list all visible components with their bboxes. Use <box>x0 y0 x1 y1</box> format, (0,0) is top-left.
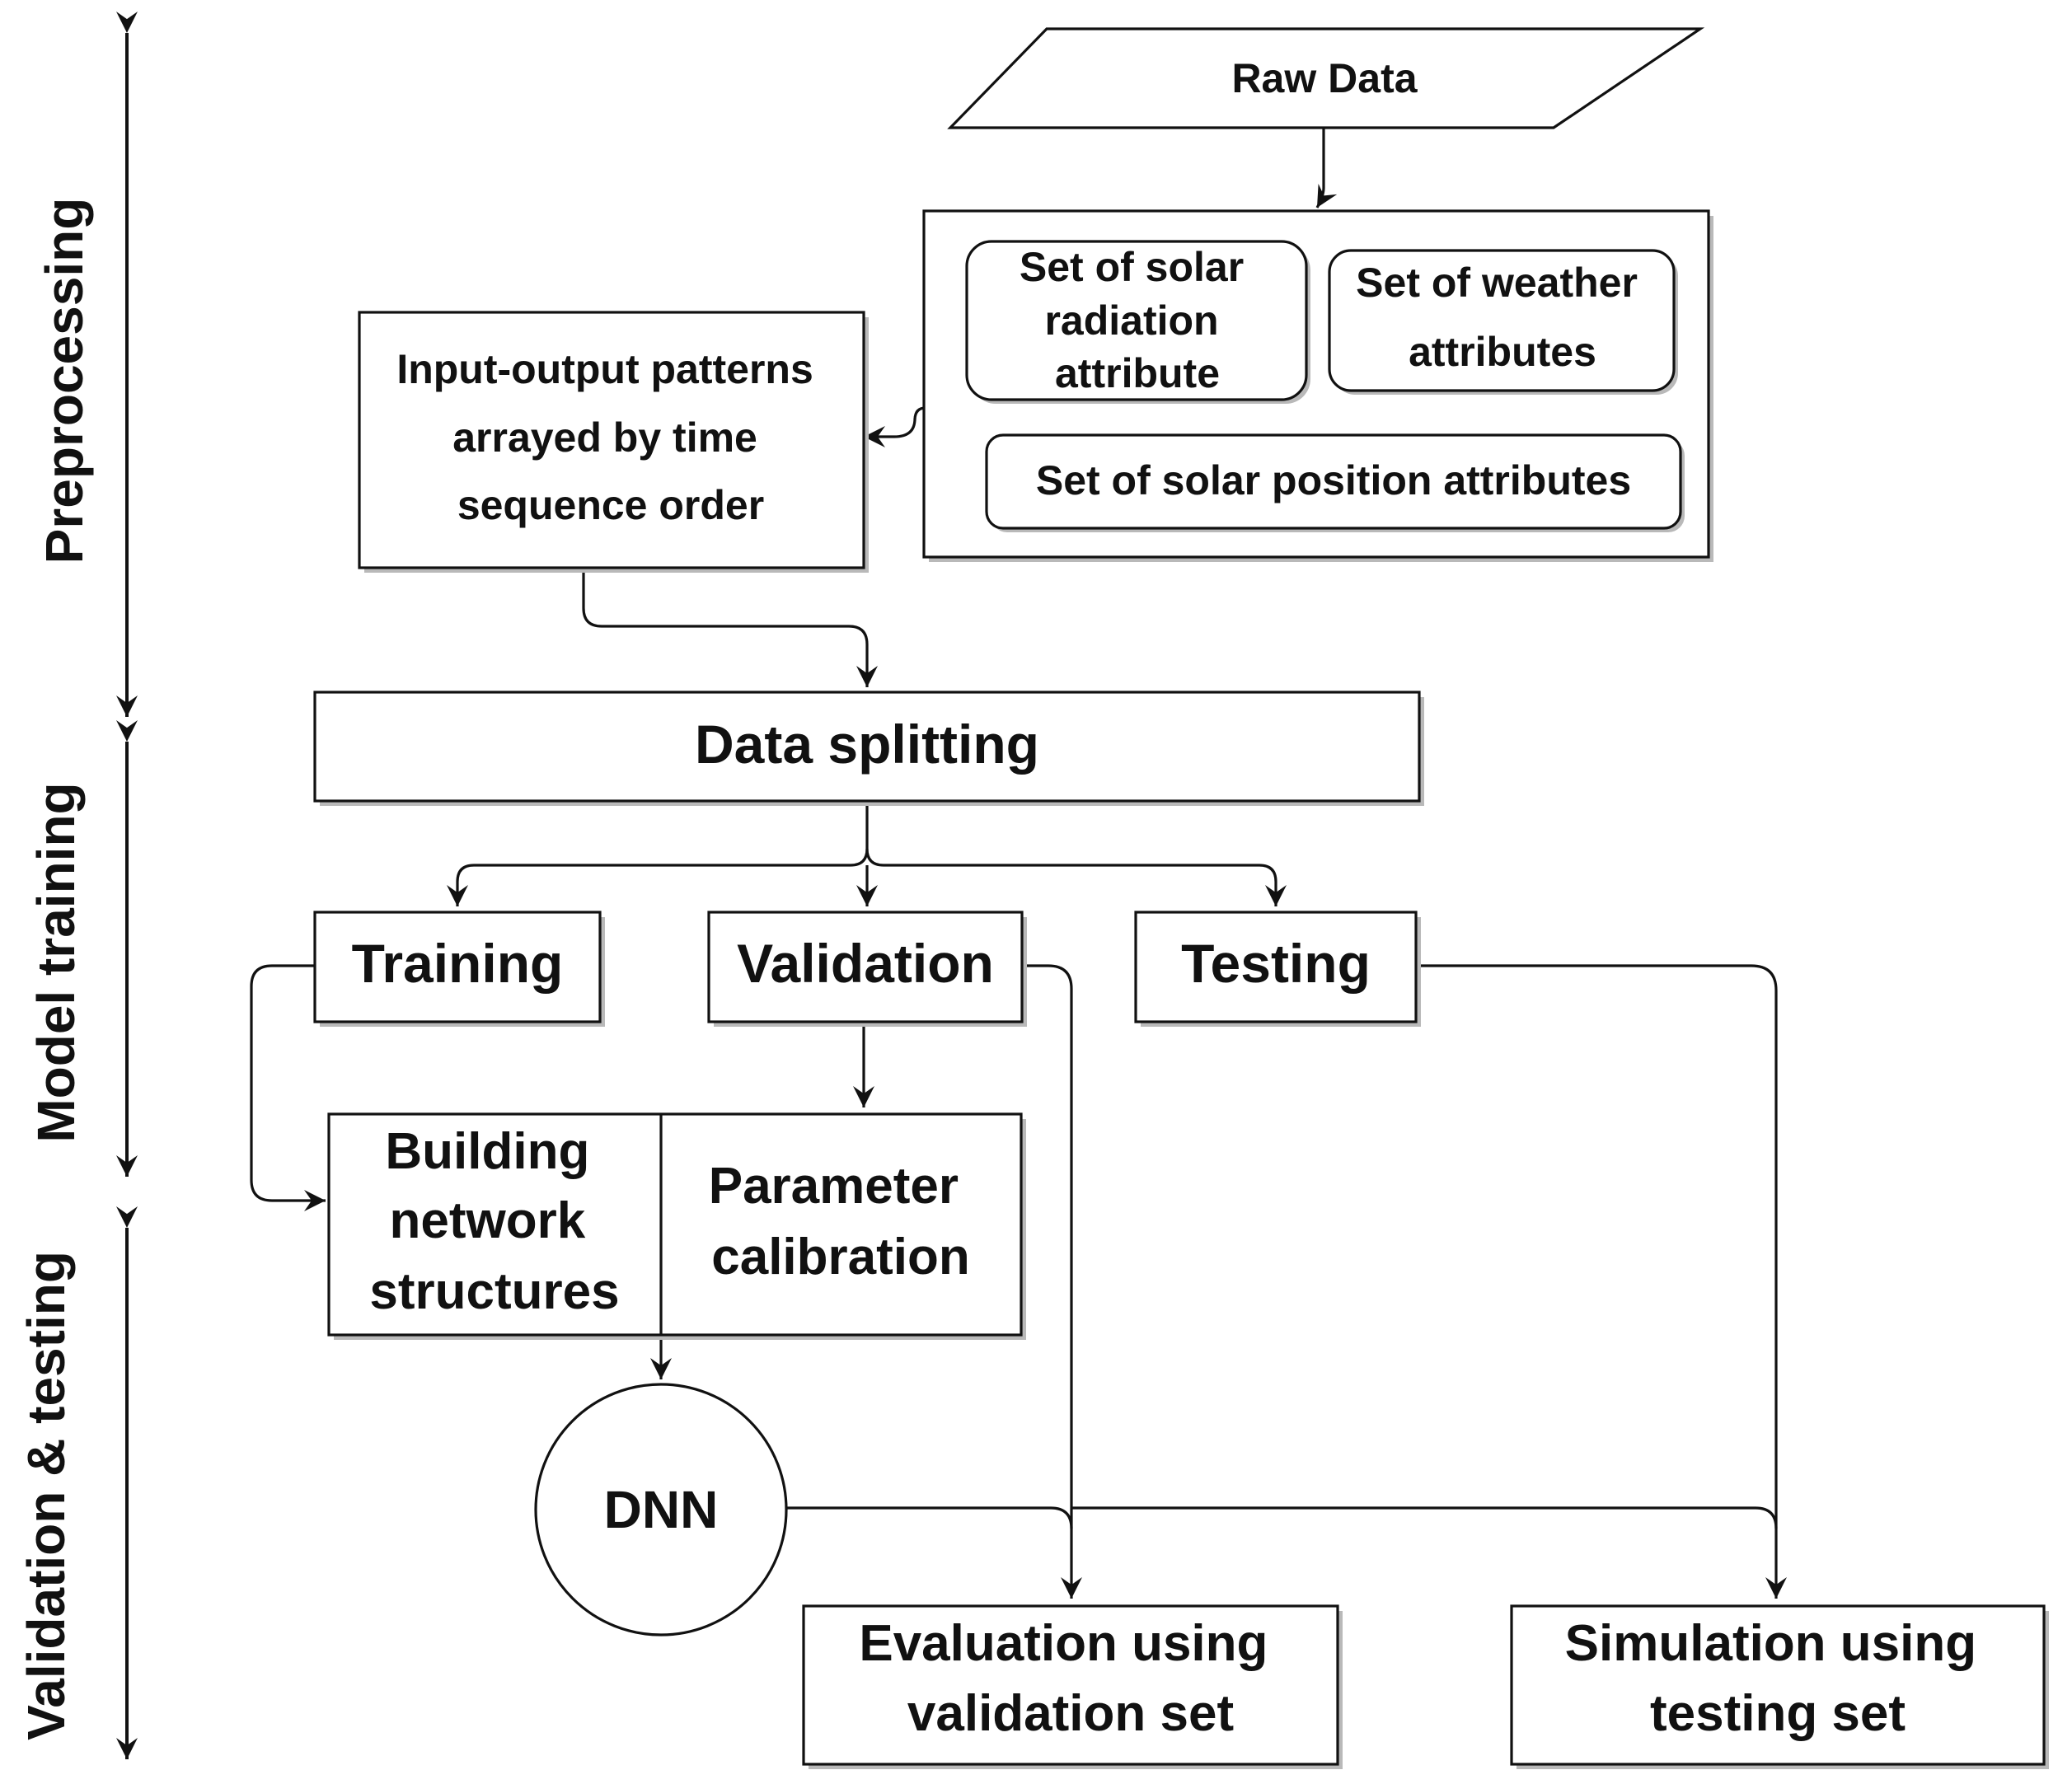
building-network-structures-label: Building network structures <box>369 1123 619 1320</box>
simulation-label: Simulation using testing set <box>1565 1615 1991 1742</box>
model-building-node: Building network structures Parameter ca… <box>327 1112 1026 1340</box>
weather-attributes-box: Set of weather attributes <box>1328 249 1678 395</box>
data-splitting-label: Data splitting <box>695 714 1039 775</box>
simulation-node: Simulation using testing set <box>1510 1604 2049 1769</box>
arrow-patterns-to-splitting <box>582 571 878 687</box>
evaluation-label: Evaluation using validation set <box>859 1615 1282 1742</box>
raw-data-node: Raw Data <box>947 27 1705 129</box>
solar-position-attributes-label: Set of solar position attributes <box>1036 457 1631 503</box>
phase-label-validation-testing: Validation & testing <box>16 1251 76 1740</box>
patterns-node: Input-output patterns arrayed by time se… <box>358 311 869 573</box>
validation-node: Validation <box>707 911 1027 1027</box>
training-label: Training <box>352 933 564 994</box>
arrow-dnn-to-evaluation <box>787 1506 1073 1529</box>
dnn-label: DNN <box>604 1480 719 1539</box>
arrow-splitting-to-testing <box>865 848 1287 906</box>
solar-radiation-attribute-label: Set of solar radiation attribute <box>1020 244 1255 396</box>
validation-label: Validation <box>737 933 994 994</box>
dnn-node: DNN <box>534 1383 788 1637</box>
testing-node: Testing <box>1134 911 1421 1027</box>
attributes-container: Set of solar radiation attribute Set of … <box>922 209 1713 562</box>
solar-position-attributes-box: Set of solar position attributes <box>985 433 1685 532</box>
arrow-validation-to-evaluation <box>1024 964 1082 1599</box>
arrow-attributes-to-patterns <box>864 406 926 447</box>
arrow-splitting-to-training <box>447 803 869 906</box>
parameter-calibration-label: Parameter calibration <box>709 1158 973 1285</box>
arrow-training-to-building <box>250 964 326 1211</box>
evaluation-node: Evaluation using validation set <box>802 1604 1343 1769</box>
raw-data-label: Raw Data <box>1231 55 1418 101</box>
weather-attributes-label: Set of weather attributes <box>1356 260 1649 375</box>
testing-label: Testing <box>1181 933 1371 994</box>
solar-radiation-attribute-box: Set of solar radiation attribute <box>965 240 1310 404</box>
data-splitting-node: Data splitting <box>313 691 1424 806</box>
patterns-label: Input-output patterns arrayed by time se… <box>396 346 824 528</box>
phase-label-model-training: Model training <box>26 782 86 1142</box>
training-node: Training <box>313 911 605 1027</box>
arrow-testing-to-simulation <box>1417 964 1787 1599</box>
arrow-raw-to-attributes <box>1315 128 1338 208</box>
phase-label-preprocessing: Preprocessing <box>35 198 94 564</box>
connectors <box>250 128 1787 1599</box>
arrow-dnn-to-simulation <box>1071 1506 1778 1529</box>
